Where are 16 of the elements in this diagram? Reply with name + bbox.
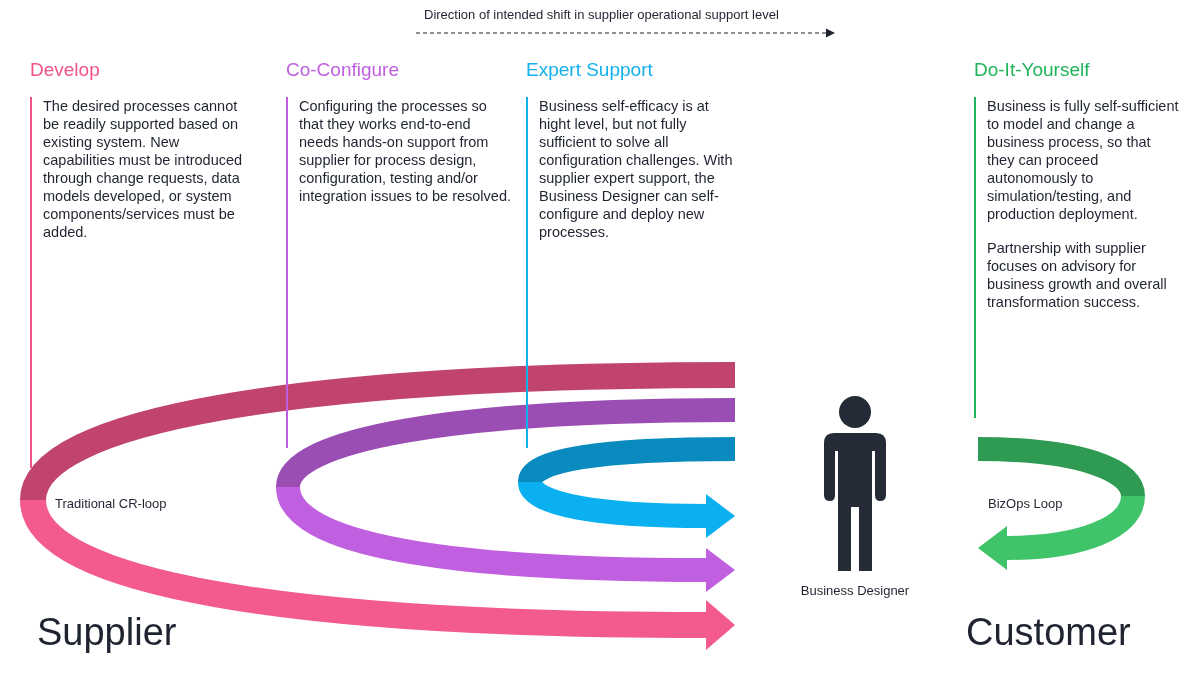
column-heading: Do-It-Yourself [974,58,1091,82]
description-text: Business is fully self-sufficient to model and change a business process, so that they can proceed autonomously to simulation/testing, and production deployment. [987,97,1180,223]
column-heading: Expert Support [526,58,654,82]
loop-label: BizOps Loop [988,495,1063,513]
person-caption: Business Designer [800,582,910,600]
loop-label: Traditional CR-loop [55,495,167,513]
direction-label: Direction of intended shift in supplier operational support level [424,6,779,24]
side-label: Customer [966,610,1131,655]
column-heading: Develop [30,58,101,82]
column-heading: Co-Configure [286,58,400,82]
description-text: Partnership with supplier focuses on advisory for business growth and overall transformation success. [987,239,1168,311]
description-text: Business self-efficacy is at hight level, but not fully sufficient to solve all configuration challenges. With supplier expert support, the Business Designer can self-configure and deploy new processes. [539,97,734,241]
side-label: Supplier [37,610,177,655]
description-text: Configuring the processes so that they works end-to-end needs hands-on support from supplier for process design, configuration, testing and/or integration issues to be resolved. [299,97,512,205]
person-icon [822,395,888,571]
description-text: The desired processes cannot be readily supported based on existing system. New capabilities must be introduced through change requests, data models developed, or system components/services must be added. [43,97,243,241]
